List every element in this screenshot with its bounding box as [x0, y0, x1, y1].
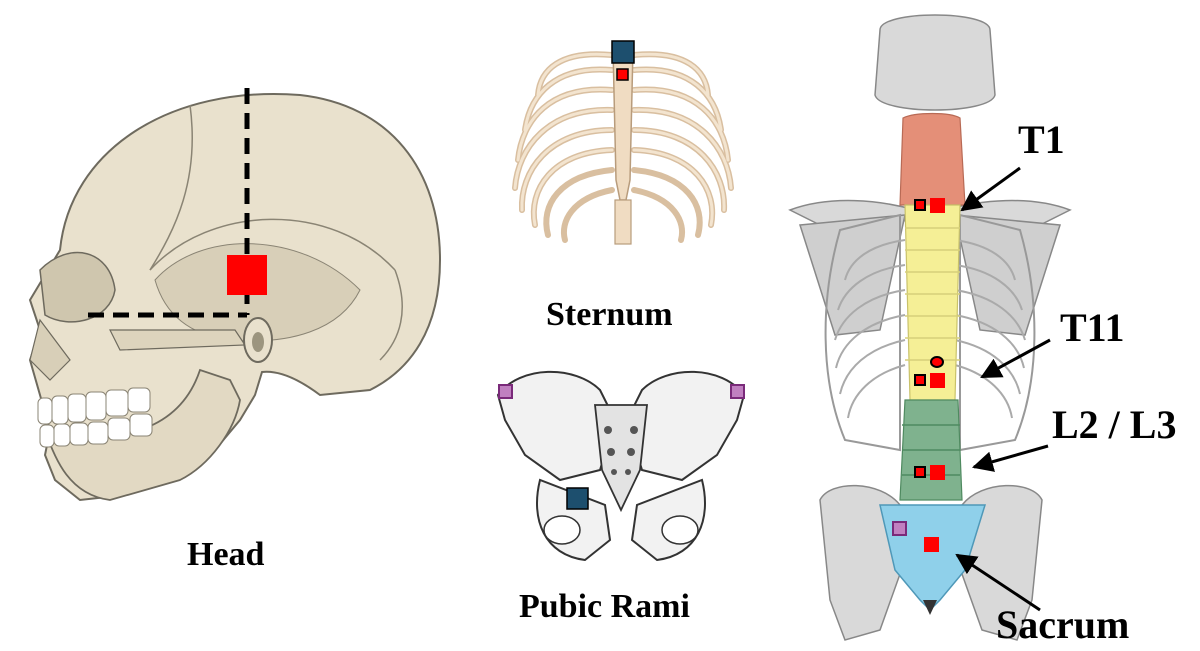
- l2-l3-arrow: [974, 446, 1048, 467]
- t1-marker-small: [915, 200, 925, 210]
- pelvis-illustration: [498, 372, 744, 560]
- skeleton-posterior-illustration: [790, 15, 1070, 640]
- t1-marker: [930, 198, 945, 213]
- head-marker: [227, 255, 267, 295]
- pelvis-marker-purple-left: [499, 385, 512, 398]
- l2-l3-marker: [930, 465, 945, 480]
- pubic-rami-label: Pubic Rami: [519, 590, 690, 624]
- t11-label: T11: [1060, 308, 1124, 348]
- t11-arrow: [982, 340, 1050, 377]
- t11-marker-small: [915, 375, 925, 385]
- skull-lateral-illustration: [8, 88, 440, 508]
- pelvis-marker-purple-right: [731, 385, 744, 398]
- sacrum-marker: [924, 537, 939, 552]
- t1-label: T1: [1018, 120, 1065, 160]
- l2-l3-label: L2 / L3: [1052, 405, 1176, 445]
- sacrum-marker-purple: [893, 522, 906, 535]
- sternum-label: Sternum: [546, 298, 673, 332]
- pelvis-marker-navy: [567, 488, 588, 509]
- t11-marker-oval: [931, 357, 943, 367]
- sternum-marker-navy: [612, 41, 634, 63]
- sacrum-label: Sacrum: [996, 605, 1129, 645]
- rib-cage-illustration: [515, 41, 731, 244]
- l2-l3-marker-small: [915, 467, 925, 477]
- head-label: Head: [187, 538, 264, 572]
- t11-marker: [930, 373, 945, 388]
- sternum-marker-red: [617, 69, 628, 80]
